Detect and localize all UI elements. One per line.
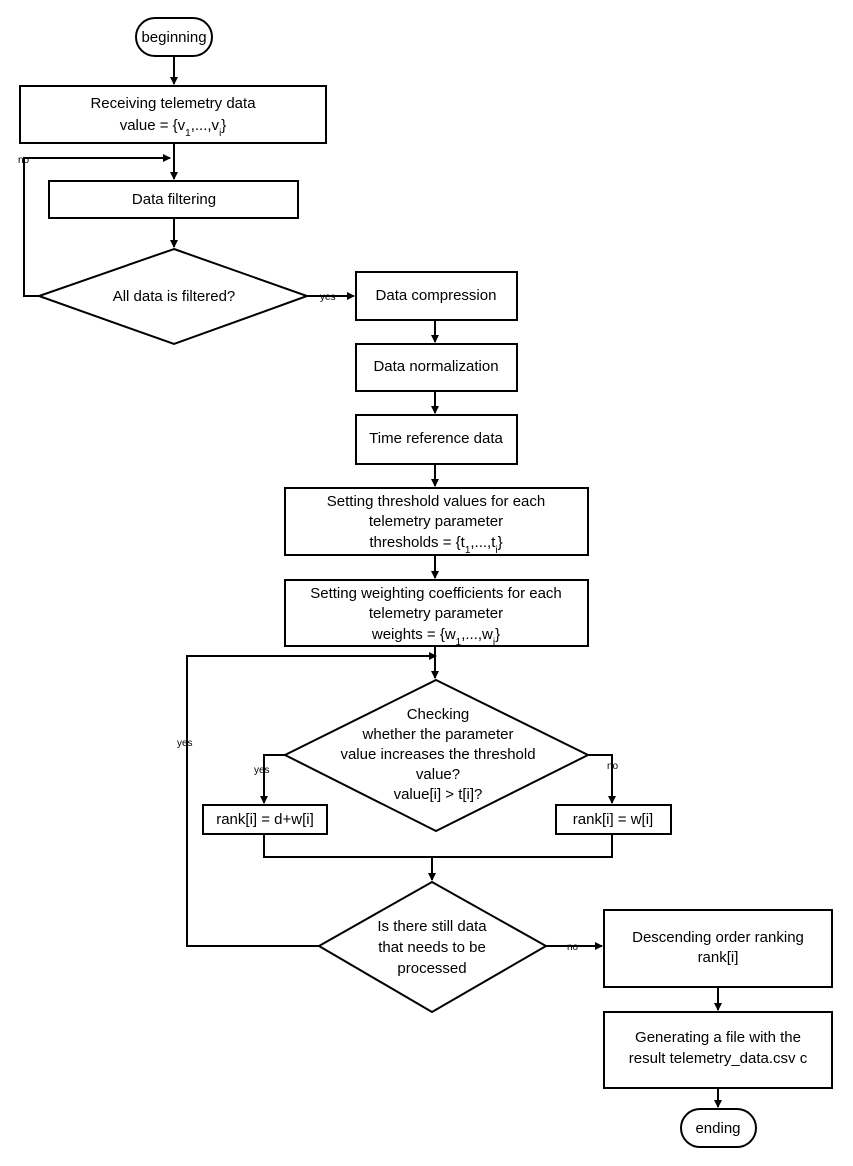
edge-rank-yes-to-merge xyxy=(263,834,432,858)
filtering-label: Data filtering xyxy=(132,191,216,208)
time-reference-label: Time reference data xyxy=(369,430,503,447)
normalization-process: Data normalization xyxy=(355,343,518,392)
more-data-line-2: that needs to be xyxy=(378,939,486,956)
compression-label: Data compression xyxy=(376,287,497,304)
thresholds-process: Setting threshold values for each teleme… xyxy=(284,487,589,556)
ranking-line-2: rank[i] xyxy=(698,949,739,966)
ranking-line-1: Descending order ranking xyxy=(632,929,804,946)
filter-yes-label: yes xyxy=(320,292,336,303)
edge-filter-check-no-loop xyxy=(23,154,171,297)
check-no-label: no xyxy=(607,761,619,772)
more-data-decision: Is there still data that needs to be pro… xyxy=(316,880,549,1014)
edge-rank-no-to-merge xyxy=(432,834,613,858)
more-no-label: no xyxy=(567,942,579,953)
output-line-2: result telemetry_data.csv c xyxy=(629,1050,808,1067)
connectors xyxy=(23,57,722,1108)
compression-process: Data compression xyxy=(355,271,518,321)
receive-line-2: value = {v1,...,vi} xyxy=(120,117,227,139)
edge-check-no xyxy=(588,754,616,804)
normalization-label: Data normalization xyxy=(373,358,498,375)
weights-line-3: weights = {w1,...,wi} xyxy=(371,626,500,648)
weights-process: Setting weighting coefficients for each … xyxy=(284,579,589,648)
filtering-process: Data filtering xyxy=(48,180,299,219)
thresholds-line-3: thresholds = {t1,...,ti} xyxy=(369,534,502,556)
time-reference-process: Time reference data xyxy=(355,414,518,465)
thresholds-line-1: Setting threshold values for each xyxy=(327,493,545,510)
weights-line-2: telemetry parameter xyxy=(369,605,503,622)
ranking-process: Descending order ranking rank[i] xyxy=(603,909,833,988)
filter-no-label: no xyxy=(18,155,30,166)
output-line-1: Generating a file with the xyxy=(635,1029,801,1046)
receive-line-1: Receiving telemetry data xyxy=(90,95,256,112)
edge-more-data-yes-loop xyxy=(186,652,437,947)
weights-line-1: Setting weighting coefficients for each xyxy=(310,585,562,602)
check-line-2: whether the parameter xyxy=(362,726,514,743)
start-label: beginning xyxy=(141,29,206,46)
filtered-decision: All data is filtered? xyxy=(35,247,310,346)
more-data-line-3: processed xyxy=(397,960,466,977)
check-line-4: value? xyxy=(416,766,460,783)
check-line-1: Checking xyxy=(407,706,470,723)
filtered-decision-label: All data is filtered? xyxy=(113,288,236,305)
output-file-process: Generating a file with the result teleme… xyxy=(603,1011,833,1089)
more-data-line-1: Is there still data xyxy=(377,918,487,935)
edge-check-yes xyxy=(260,754,285,804)
start-node: beginning xyxy=(135,17,213,57)
receive-telemetry-process: Receiving telemetry data value = {v1,...… xyxy=(19,85,327,144)
rank-yes-process: rank[i] = d+w[i] xyxy=(202,804,328,835)
rank-yes-label: rank[i] = d+w[i] xyxy=(216,811,314,828)
end-label: ending xyxy=(695,1120,740,1137)
loop-yes-label: yes xyxy=(177,738,193,749)
threshold-check-decision: Checking whether the parameter value inc… xyxy=(282,678,591,833)
check-line-3: value increases the threshold xyxy=(340,746,535,763)
check-line-5: value[i] > t[i]? xyxy=(394,786,483,803)
rank-no-label: rank[i] = w[i] xyxy=(573,811,653,828)
rank-no-process: rank[i] = w[i] xyxy=(555,804,672,835)
thresholds-line-2: telemetry parameter xyxy=(369,513,503,530)
check-yes-label: yes xyxy=(254,765,270,776)
end-node: ending xyxy=(680,1108,757,1148)
edge-labels: no yes yes yes no no xyxy=(18,155,619,953)
